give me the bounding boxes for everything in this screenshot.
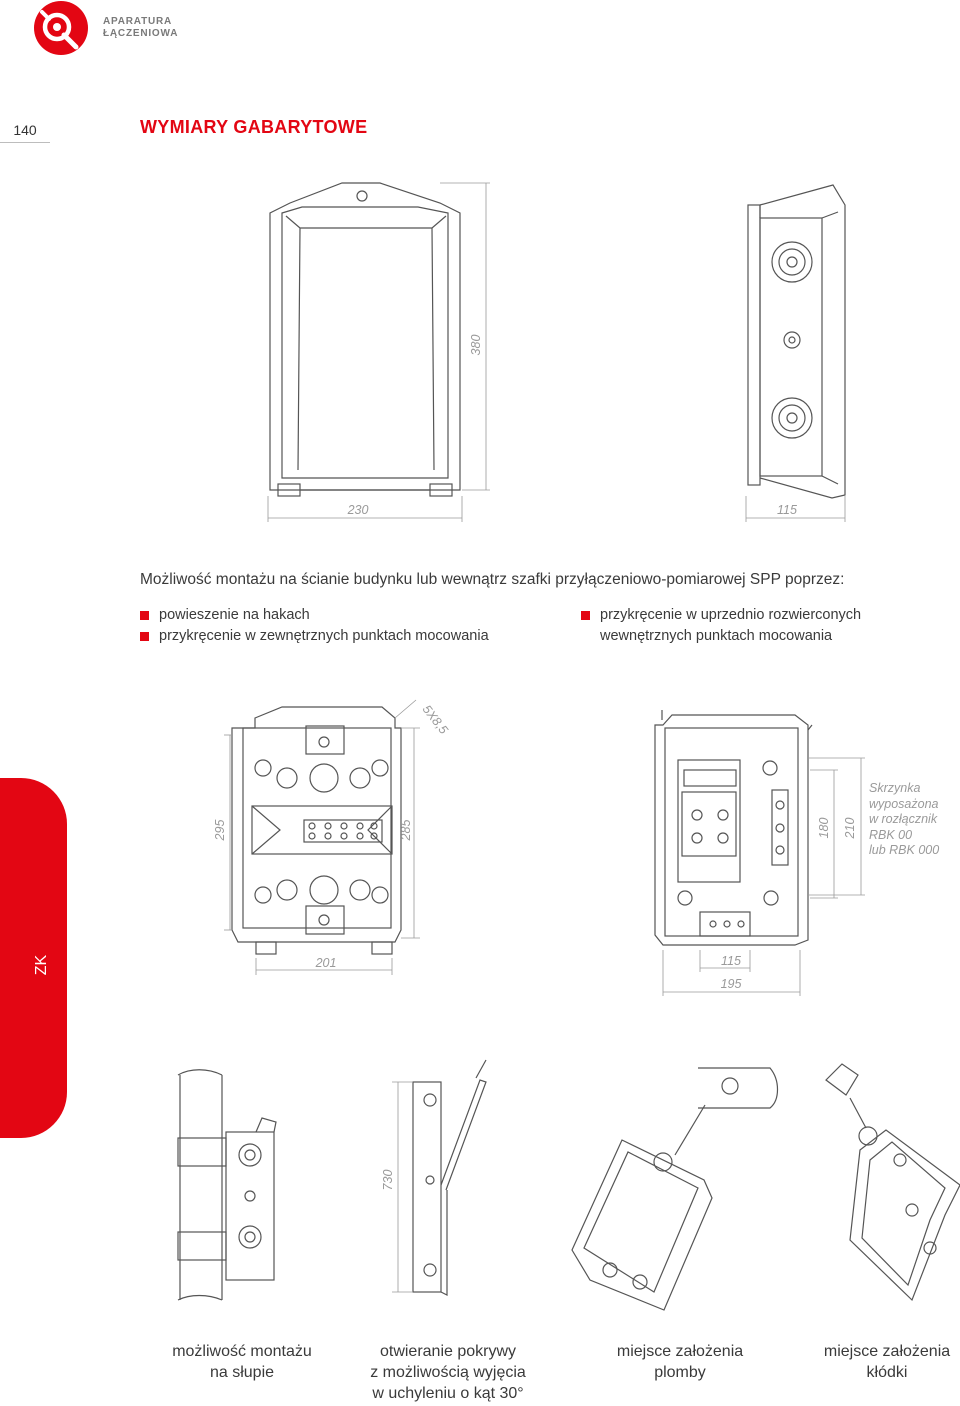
dim-label-inner-height: 285	[399, 820, 413, 842]
caption-line: w uchyleniu o kąt 30°	[372, 1385, 524, 1402]
mounting-intro: Możliwość montażu na ścianie budynku lub…	[140, 571, 845, 588]
caption-line: miejsce założenia	[616, 1343, 744, 1360]
rbk-note-line: Skrzynka	[869, 781, 921, 795]
rbk-note-line: RBK 00	[869, 827, 913, 842]
rbk-note-line: w rozłącznik	[869, 812, 938, 826]
bullet-line: przykręcenie w uprzednio rozwierconych	[600, 607, 862, 623]
page-number: 140	[0, 122, 50, 143]
section-title: WYMIARY GABARYTOWE	[140, 117, 368, 137]
caption-seal: miejsce założenia plomby	[580, 1341, 780, 1383]
back-view-drawing	[231, 706, 402, 955]
caption-pole-mount: możliwość montażu na słupie	[142, 1341, 342, 1383]
caption-line: na słupie	[209, 1364, 275, 1381]
rbk-note-line: wyposażona	[869, 796, 939, 811]
front-view-dimensions	[267, 182, 846, 522]
caption-line: miejsce założenia	[823, 1343, 951, 1360]
bullet-item: powieszenie na hakach	[140, 605, 489, 626]
right-bullet-list: przykręcenie w uprzednio rozwierconych w…	[581, 605, 861, 647]
brand-name: APARATURA ŁĄCZENIOWA	[103, 16, 178, 40]
left-bullet-list: powieszenie na hakach przykręcenie w zew…	[140, 605, 489, 647]
bullet-continuation: wewnętrznych punktach mocowania	[600, 628, 833, 644]
caption-lid-opening: otwieranie pokrywy z możliwością wyjęcia…	[348, 1341, 548, 1404]
caption-padlock: miejsce założenia kłódki	[787, 1341, 960, 1383]
bullet-item: przykręcenie w uprzednio rozwierconych	[581, 605, 861, 626]
lid-opening-drawing	[412, 1059, 487, 1296]
side-view-drawing	[747, 184, 846, 499]
pole-mount-drawing	[177, 1069, 277, 1301]
dim-label-rbk-width-b: 195	[721, 977, 742, 991]
dim-label-lid: 730	[381, 1170, 395, 1191]
caption-line: możliwość montażu	[172, 1343, 312, 1360]
dim-label-rbk-b: 210	[843, 818, 857, 840]
seal-drawing	[571, 1067, 779, 1311]
rbk-note-line: lub RBK 000	[869, 843, 940, 857]
brand-line2: ŁĄCZENIOWA	[103, 28, 179, 39]
dim-label-hole: 5X8,5	[420, 702, 451, 736]
dim-label-outer-height: 295	[213, 820, 227, 842]
side-tab: ZK	[0, 778, 67, 1138]
bullet-item: przykręcenie w zewnętrznych punktach moc…	[140, 626, 489, 647]
dim-label-rbk-a: 180	[817, 818, 831, 839]
caption-line: plomby	[654, 1364, 706, 1381]
back-view-dimensions	[224, 699, 420, 975]
caption-line: z możliwością wyjęcia	[370, 1364, 526, 1381]
dim-label-rbk-width-a: 115	[721, 954, 741, 968]
lid-dimensions	[392, 1081, 412, 1293]
dim-label-back-width: 201	[315, 956, 337, 970]
rbk-note: Skrzynka wyposażona w rozłącznik RBK 00 …	[869, 781, 939, 859]
caption-line: otwieranie pokrywy	[379, 1343, 517, 1360]
rbk-view-drawing	[654, 710, 813, 946]
padlock-drawing	[825, 1063, 960, 1302]
rbk-view-dimensions	[662, 757, 865, 996]
caption-line: kłódki	[866, 1364, 908, 1381]
brand-line1: APARATURA	[103, 16, 173, 27]
dim-label-depth: 115	[777, 503, 797, 517]
dim-label-width: 230	[347, 503, 369, 517]
dim-label-height: 380	[469, 335, 483, 356]
front-view-drawing	[269, 182, 461, 497]
